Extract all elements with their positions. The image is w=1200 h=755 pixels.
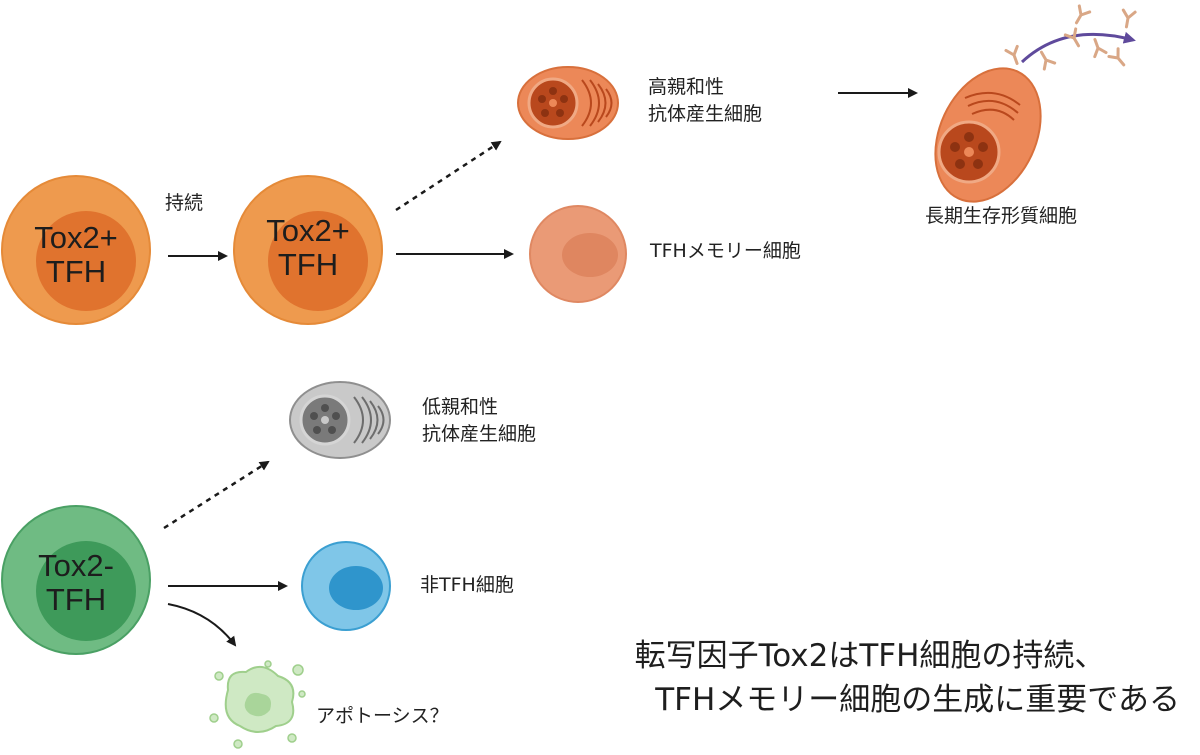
low-affinity-line1: 低親和性 [422, 396, 499, 418]
non-tfh-cell [301, 541, 391, 631]
tox2-neg-tfh-cell [1, 505, 151, 655]
summary-caption: 転写因子Tox2はTFH細胞の持続、 TFHメモリー細胞の生成に重要である [560, 634, 1180, 722]
to-low-affinity-arrow [163, 460, 270, 530]
long-lived-plasma-label: 長期生存形質細胞 [925, 205, 1078, 227]
apoptosis-label: アポトーシス？ [316, 705, 449, 727]
low-affinity-plasma-cell [289, 381, 391, 459]
tfh-memory-label: TFHメモリー細胞 [650, 240, 801, 262]
tox2-pos-persist-line1: Tox2+ [266, 213, 350, 248]
non-tfh-label: 非TFH細胞 [420, 574, 514, 596]
persist-label: 持続 [165, 192, 204, 214]
caption-line2: TFHメモリー細胞の生成に重要である [655, 682, 1180, 718]
high-affinity-line1: 高親和性 [648, 76, 725, 98]
tox2-pos-start-line2: TFH [45, 254, 107, 289]
apoptotic-cell [209, 660, 306, 749]
low-affinity-line2: 抗体産生細胞 [422, 423, 537, 445]
high-affinity-line2: 抗体産生細胞 [648, 103, 763, 125]
tox2-pos-tfh-cell-persist [233, 175, 383, 325]
tox2-neg-line1: Tox2- [38, 548, 114, 583]
tox2-pos-tfh-cell-start [1, 175, 151, 325]
tox2-pos-tfh-start-label: Tox2+ TFH [16, 221, 136, 289]
tox2-pos-start-line1: Tox2+ [34, 220, 118, 255]
tox2-neg-line2: TFH [45, 582, 107, 617]
long-lived-plasma-cell [934, 67, 1042, 203]
tox2-neg-tfh-label: Tox2- TFH [16, 549, 136, 617]
high-affinity-plasma-cell [517, 66, 619, 140]
low-affinity-label: 低親和性 抗体産生細胞 [422, 394, 536, 448]
caption-line1: 転写因子Tox2はTFH細胞の持続、 [634, 638, 1106, 674]
tfh-memory-cell [529, 205, 627, 303]
to-high-affinity-arrow [395, 140, 502, 212]
to-apoptosis-arrow [167, 603, 237, 647]
tox2-pos-tfh-persist-label: Tox2+ TFH [248, 214, 368, 282]
tox2-pos-persist-line2: TFH [277, 247, 339, 282]
high-affinity-label: 高親和性 抗体産生細胞 [648, 74, 762, 128]
